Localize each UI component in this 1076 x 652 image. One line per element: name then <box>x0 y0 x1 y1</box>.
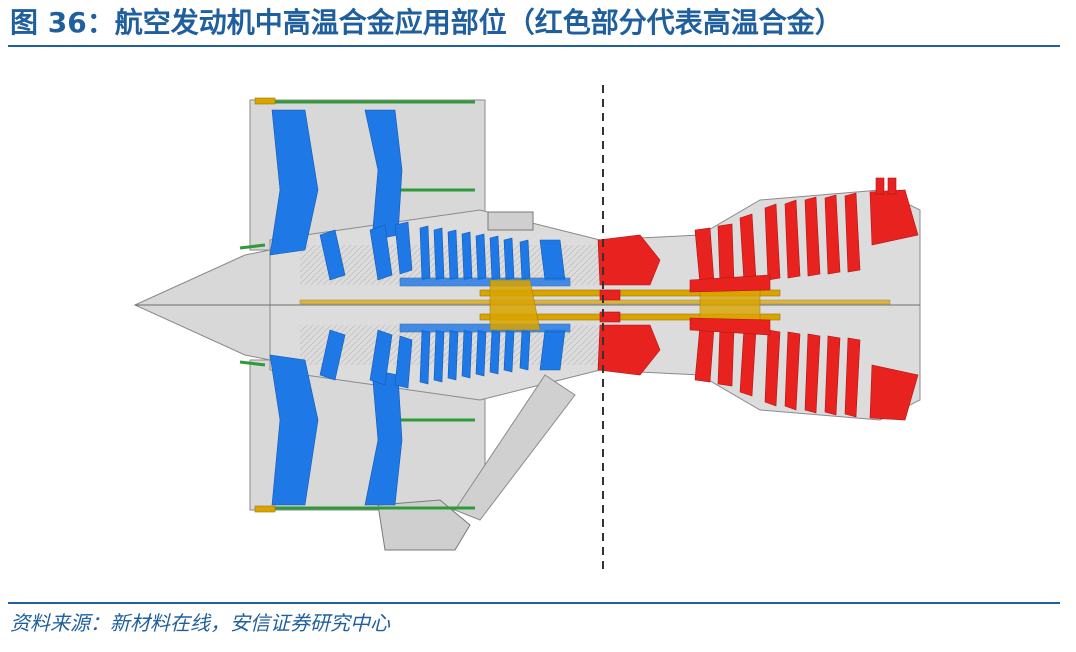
combustor-bottom <box>597 324 661 376</box>
turbine-disk-bottom <box>689 317 771 336</box>
accessory-gearbox-strut <box>454 374 576 521</box>
source-note: 资料来源：新材料在线，安信证券研究中心 <box>10 611 390 635</box>
engine-body <box>133 99 921 551</box>
bearing-front <box>489 279 541 331</box>
accessory-gearbox <box>377 499 471 551</box>
fan-blade-1-bottom <box>269 354 319 506</box>
turbine-disk-top <box>689 274 771 293</box>
engine-cross-section-diagram <box>133 85 921 572</box>
exhaust-frame-bottom <box>869 364 919 421</box>
hp-shaft-bottom <box>479 313 781 321</box>
superalloy-hot-section <box>597 177 919 421</box>
exhaust-frame-top <box>869 189 919 246</box>
lp-shaft <box>299 299 891 305</box>
hp-shaft-top <box>479 289 781 297</box>
title-divider <box>8 45 1060 47</box>
combustor-top <box>597 234 661 286</box>
figure-title: 图 36：航空发动机中高温合金应用部位（红色部分代表高温合金） <box>10 6 843 39</box>
source-divider <box>8 602 1060 604</box>
fan-blade-1-top <box>269 109 319 256</box>
fan-and-compressor <box>269 109 571 506</box>
